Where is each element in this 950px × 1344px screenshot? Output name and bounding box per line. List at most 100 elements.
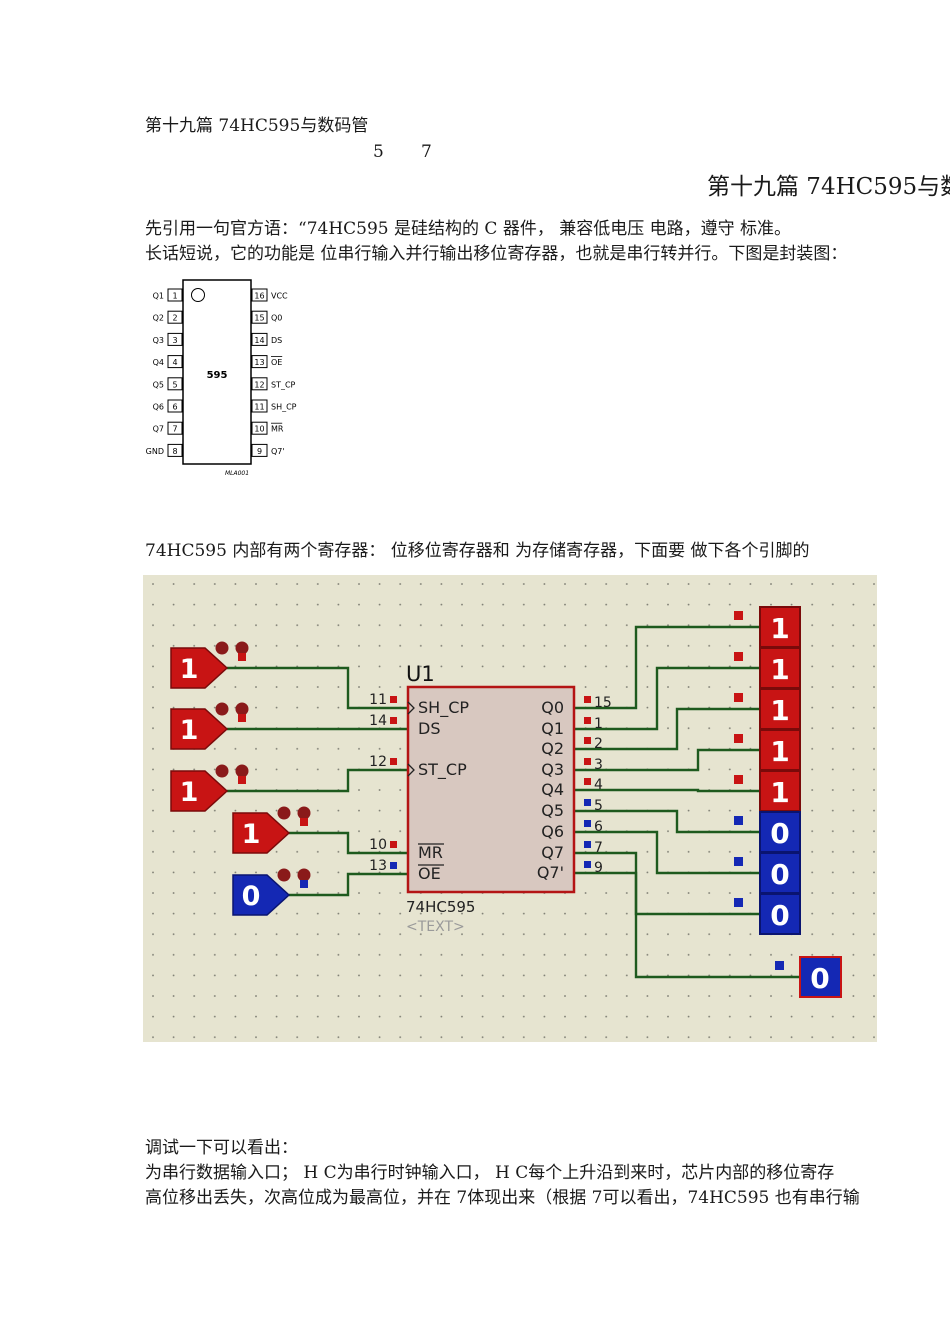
pin-name: DS bbox=[271, 336, 282, 345]
pin-number: 12 bbox=[369, 754, 387, 770]
probe-indicator bbox=[734, 611, 743, 620]
pin-number: 6 bbox=[172, 403, 177, 412]
pin-box bbox=[251, 355, 268, 369]
chip-pin-label: Q0 bbox=[541, 698, 564, 717]
page-num-b: 7 bbox=[421, 142, 432, 162]
pin-name: Q0 bbox=[271, 314, 282, 323]
pin-number: 5 bbox=[172, 380, 177, 389]
wire bbox=[574, 748, 761, 772]
probe-marker bbox=[297, 868, 311, 882]
pin-number: 3 bbox=[172, 336, 177, 345]
probe-indicator bbox=[734, 816, 743, 825]
pin-box bbox=[251, 399, 268, 413]
state-indicator bbox=[238, 776, 246, 784]
wire bbox=[574, 666, 761, 731]
logic-source[interactable] bbox=[170, 770, 229, 812]
pin-box bbox=[251, 421, 268, 435]
pin-state-indicator bbox=[390, 717, 397, 724]
pin-name: Q7' bbox=[271, 447, 285, 456]
pin-name: Q3 bbox=[153, 336, 164, 345]
pin-number: 2 bbox=[172, 314, 177, 323]
wire bbox=[227, 768, 408, 793]
pin-number: 7 bbox=[172, 425, 177, 434]
probe-indicator bbox=[734, 652, 743, 661]
pin-state-indicator bbox=[390, 862, 397, 869]
chip-pin-label: Q6 bbox=[541, 822, 564, 841]
pin-name: Q2 bbox=[153, 314, 164, 323]
probe-marker bbox=[235, 641, 249, 655]
logic-source-value: 1 bbox=[180, 777, 199, 808]
logic-probe-value: 0 bbox=[770, 899, 789, 932]
pin-number: 12 bbox=[254, 380, 264, 389]
state-indicator bbox=[300, 880, 308, 888]
logic-probe-value: 1 bbox=[770, 653, 789, 686]
pin-number: 9 bbox=[594, 860, 603, 876]
pin-number: 15 bbox=[594, 695, 612, 711]
pin-number: 1 bbox=[594, 716, 603, 732]
big-title: 第十九篇 74HC595与数 bbox=[707, 174, 950, 200]
probe-marker bbox=[235, 764, 249, 778]
intro-line-2: 长话短说，它的功能是 位串行输入并行输出移位寄存器，也就是串行转并行。下图是封装… bbox=[145, 244, 848, 264]
pin-number: 13 bbox=[254, 358, 264, 367]
small-title: 第十九篇 74HC595与数码管 bbox=[145, 116, 369, 136]
debug-line-3: 高位移出丢失，次高位成为最高位，并在 7体现出来（根据 7可以看出，74HC59… bbox=[145, 1188, 860, 1208]
wire bbox=[574, 830, 761, 875]
pin-number: 3 bbox=[594, 757, 603, 773]
pin-box bbox=[167, 443, 183, 457]
pin-box bbox=[167, 377, 183, 391]
pin-box bbox=[251, 332, 268, 346]
pin-number: 10 bbox=[254, 425, 264, 434]
logic-source[interactable] bbox=[170, 708, 229, 750]
logic-source[interactable] bbox=[232, 874, 291, 916]
logic-source[interactable] bbox=[232, 812, 291, 854]
pin-state-indicator bbox=[584, 696, 591, 703]
pin-box bbox=[167, 399, 183, 413]
logic-probe-value: 1 bbox=[770, 776, 789, 809]
pin-name: ST_CP bbox=[271, 380, 296, 389]
logic-source[interactable] bbox=[170, 647, 229, 689]
chip-pin-label: Q4 bbox=[541, 780, 564, 799]
pin-number: 10 bbox=[369, 837, 387, 853]
pin-number: 2 bbox=[594, 736, 603, 752]
pin-number: 4 bbox=[594, 777, 603, 793]
pin-number: 7 bbox=[594, 840, 603, 856]
pin-box bbox=[167, 288, 183, 302]
logic-probe-value: 0 bbox=[770, 817, 789, 850]
wire bbox=[574, 871, 800, 979]
logic-probe bbox=[759, 647, 801, 689]
pin-name: VCC bbox=[271, 292, 288, 301]
chip-label: 595 bbox=[207, 370, 228, 381]
pin-number: 5 bbox=[594, 798, 603, 814]
pin-number: 14 bbox=[369, 713, 387, 729]
probe-marker bbox=[235, 702, 249, 716]
probe-indicator bbox=[734, 898, 743, 907]
pin-state-indicator bbox=[584, 799, 591, 806]
pin-name: Q6 bbox=[153, 403, 164, 412]
logic-source-value: 1 bbox=[180, 654, 199, 685]
wire-group bbox=[227, 625, 800, 979]
pin-number: 14 bbox=[254, 336, 264, 345]
chip-pin-label: Q2 bbox=[541, 739, 564, 758]
chip-pin-label: Q5 bbox=[541, 801, 564, 820]
pin-name: Q5 bbox=[153, 380, 164, 389]
debug-line-2: 为串行数据输入口； H C为串行时钟输入口， H C每个上升沿到来时，芯片内部的… bbox=[145, 1163, 835, 1183]
ic-ref-label: U1 bbox=[406, 662, 435, 686]
logic-probe bbox=[759, 688, 801, 730]
wire bbox=[574, 788, 761, 793]
state-indicator bbox=[238, 714, 246, 722]
pin-box bbox=[167, 310, 183, 324]
pin-box bbox=[251, 310, 268, 324]
chip-pin-label: Q7' bbox=[537, 863, 564, 882]
pin-box bbox=[251, 377, 268, 391]
logic-probe bbox=[759, 729, 801, 771]
chip-pin-label: ST_CP bbox=[418, 760, 467, 780]
probe-marker bbox=[215, 702, 229, 716]
pin-number: 11 bbox=[369, 692, 387, 708]
pin-number: 4 bbox=[172, 358, 177, 367]
pin-number: 6 bbox=[594, 819, 603, 835]
logic-probe-value: 1 bbox=[770, 612, 789, 645]
intro-line-1: 先引用一句官方语：“74HC595 是硅结构的 C 器件， 兼容低电压 电路，遵… bbox=[145, 219, 792, 239]
wire bbox=[574, 625, 761, 710]
